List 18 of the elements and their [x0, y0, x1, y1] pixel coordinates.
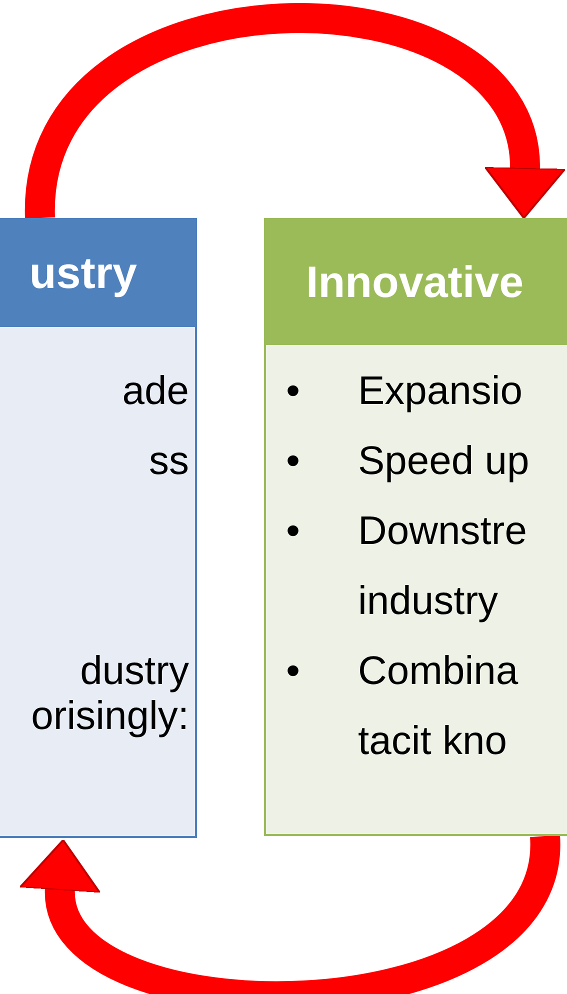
body-text: Combina tacit kno [358, 648, 520, 765]
text-panel [264, 218, 567, 836]
body-text: Downstre industry [358, 508, 528, 625]
body-text: ade [122, 368, 189, 415]
body-text: ss [149, 438, 189, 485]
curved-arrow [20, 834, 560, 994]
bullet-point: • [286, 438, 300, 485]
text-panel [0, 218, 197, 838]
panel-header: ustry [0, 220, 195, 327]
curved-arrow [25, 4, 565, 220]
panel-header: Innovative [266, 220, 567, 345]
bullet-point: • [286, 368, 300, 415]
bullet-point: • [286, 508, 300, 555]
body-text: dustry [80, 648, 189, 695]
body-text: Speed up [358, 438, 530, 485]
body-text: orisingly: [31, 693, 189, 740]
bullet-point: • [286, 648, 300, 695]
body-text: Expansio [358, 368, 524, 415]
